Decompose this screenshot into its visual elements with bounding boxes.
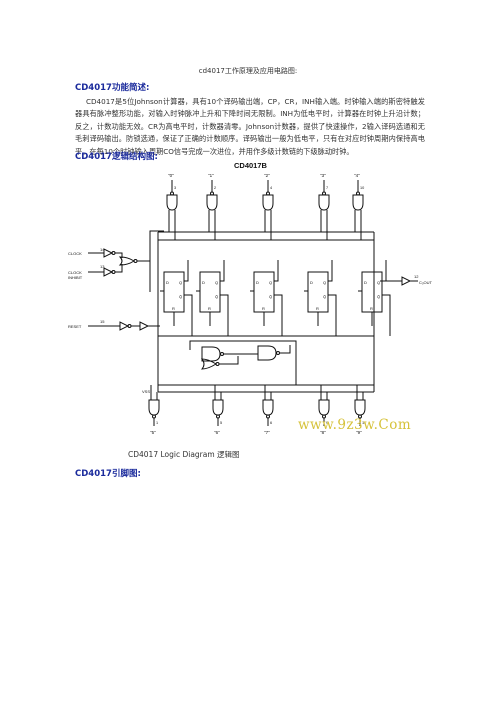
logic-heading: CD4017逻辑结构图: <box>75 152 158 162</box>
diagram-caption: CD4017 Logic Diagram 逻辑图 <box>128 450 240 459</box>
flip-flop-d: D <box>166 280 169 285</box>
flip-flop-q: Q <box>377 280 380 285</box>
flip-flop-q: Q <box>179 280 182 285</box>
flip-flop-r: R <box>316 306 319 311</box>
top-output-pin: 2 <box>214 186 216 190</box>
top-output-gate: "0" 3 <box>166 173 178 240</box>
flip-flop: D Q Q̄ R <box>196 260 229 336</box>
bottom-output-pin: 6 <box>270 421 272 425</box>
top-output-pin: 7 <box>326 186 328 190</box>
bottom-output-label: "6" <box>214 430 220 435</box>
flip-flop: D Q Q̄ R <box>304 260 337 336</box>
flip-flop-qbar: Q̄ <box>269 294 272 299</box>
flip-flop-d: D <box>256 280 259 285</box>
inhibit-pin: 13 <box>100 264 105 269</box>
flip-flop-qbar: Q̄ <box>323 294 326 299</box>
function-description: CD4017是5位Johnson计算器，具有10个译码输出端，CP，CR，INH… <box>75 96 425 158</box>
flip-flop-r: R <box>172 306 175 311</box>
top-output-label: "4" <box>354 173 360 178</box>
vss-label: VSS <box>142 389 150 394</box>
flip-flop-r: R <box>370 306 373 311</box>
reset-label: RESET <box>68 324 82 329</box>
flip-flop-q: Q <box>323 280 326 285</box>
page-title: cd4017工作原理及应用电路图: <box>198 67 298 75</box>
bottom-output-gate: 5 "6" <box>212 385 224 435</box>
function-heading: CD4017功能简述: <box>75 83 150 93</box>
flip-flop-qbar: Q̄ <box>377 294 380 299</box>
flip-flop-qbar: Q̄ <box>215 294 218 299</box>
bottom-output-pin: 1 <box>156 421 158 425</box>
top-output-label: "1" <box>208 173 214 178</box>
diagram-title: CD4017B <box>234 161 268 170</box>
bottom-output-pin: 9 <box>326 421 328 425</box>
bottom-output-pin: 11 <box>362 421 366 425</box>
top-output-gate: "3" 7 <box>318 173 330 240</box>
flip-flop-qbar: Q̄ <box>179 294 182 299</box>
flip-flop-d: D <box>310 280 313 285</box>
top-output-gate: "1" 2 <box>206 173 218 240</box>
top-output-label: "3" <box>320 173 326 178</box>
logic-diagram: CD4017B "0" 3 "1" 2 "2" 4 "3" 7 "4" 10 D Q Q̄ R D Q Q̄ R… <box>68 161 433 435</box>
clock-inhibit-label: CLOCK <box>68 270 82 275</box>
flip-flop: D Q Q̄ R <box>250 260 283 336</box>
flip-flop: D Q Q̄ R <box>160 260 193 336</box>
bottom-output-label: "5" <box>150 430 156 435</box>
inhibit-label: INHIBIT <box>68 275 83 280</box>
reset-pin: 15 <box>100 319 105 324</box>
clock-pin: 14 <box>100 247 105 252</box>
bottom-output-gate: 9 "8" <box>318 385 330 435</box>
carry-pin: 12 <box>414 274 419 279</box>
watermark: www.9z3w.Com <box>298 417 412 433</box>
top-output-label: "0" <box>168 173 174 178</box>
flip-flop-q: Q <box>215 280 218 285</box>
clock-label: CLOCK <box>68 251 82 256</box>
pin-heading: CD4017引脚图: <box>75 469 141 479</box>
bottom-output-label: "9" <box>356 430 362 435</box>
top-output-label: "2" <box>264 173 270 178</box>
flip-flop-d: D <box>364 280 367 285</box>
top-output-gate: "4" 10 <box>352 173 364 240</box>
bottom-output-gate: 1 "5" <box>148 385 160 435</box>
flip-flop-d: D <box>202 280 205 285</box>
bottom-output-gate: 6 "7" <box>262 385 274 435</box>
bottom-output-label: "7" <box>264 430 270 435</box>
flip-flop-q: Q <box>269 280 272 285</box>
flip-flop-r: R <box>208 306 211 311</box>
top-output-pin: 3 <box>174 186 176 190</box>
top-output-pin: 10 <box>360 186 364 190</box>
bottom-output-pin: 5 <box>220 421 222 425</box>
top-output-gate: "2" 4 <box>262 173 274 240</box>
carry-label: C₀OUT <box>419 280 433 285</box>
bottom-output-label: "8" <box>320 430 326 435</box>
top-output-pin: 4 <box>270 186 272 190</box>
flip-flop-r: R <box>262 306 265 311</box>
function-paragraph: CD4017是5位Johnson计算器，具有10个译码输出端，CP，CR，INH… <box>75 97 425 156</box>
